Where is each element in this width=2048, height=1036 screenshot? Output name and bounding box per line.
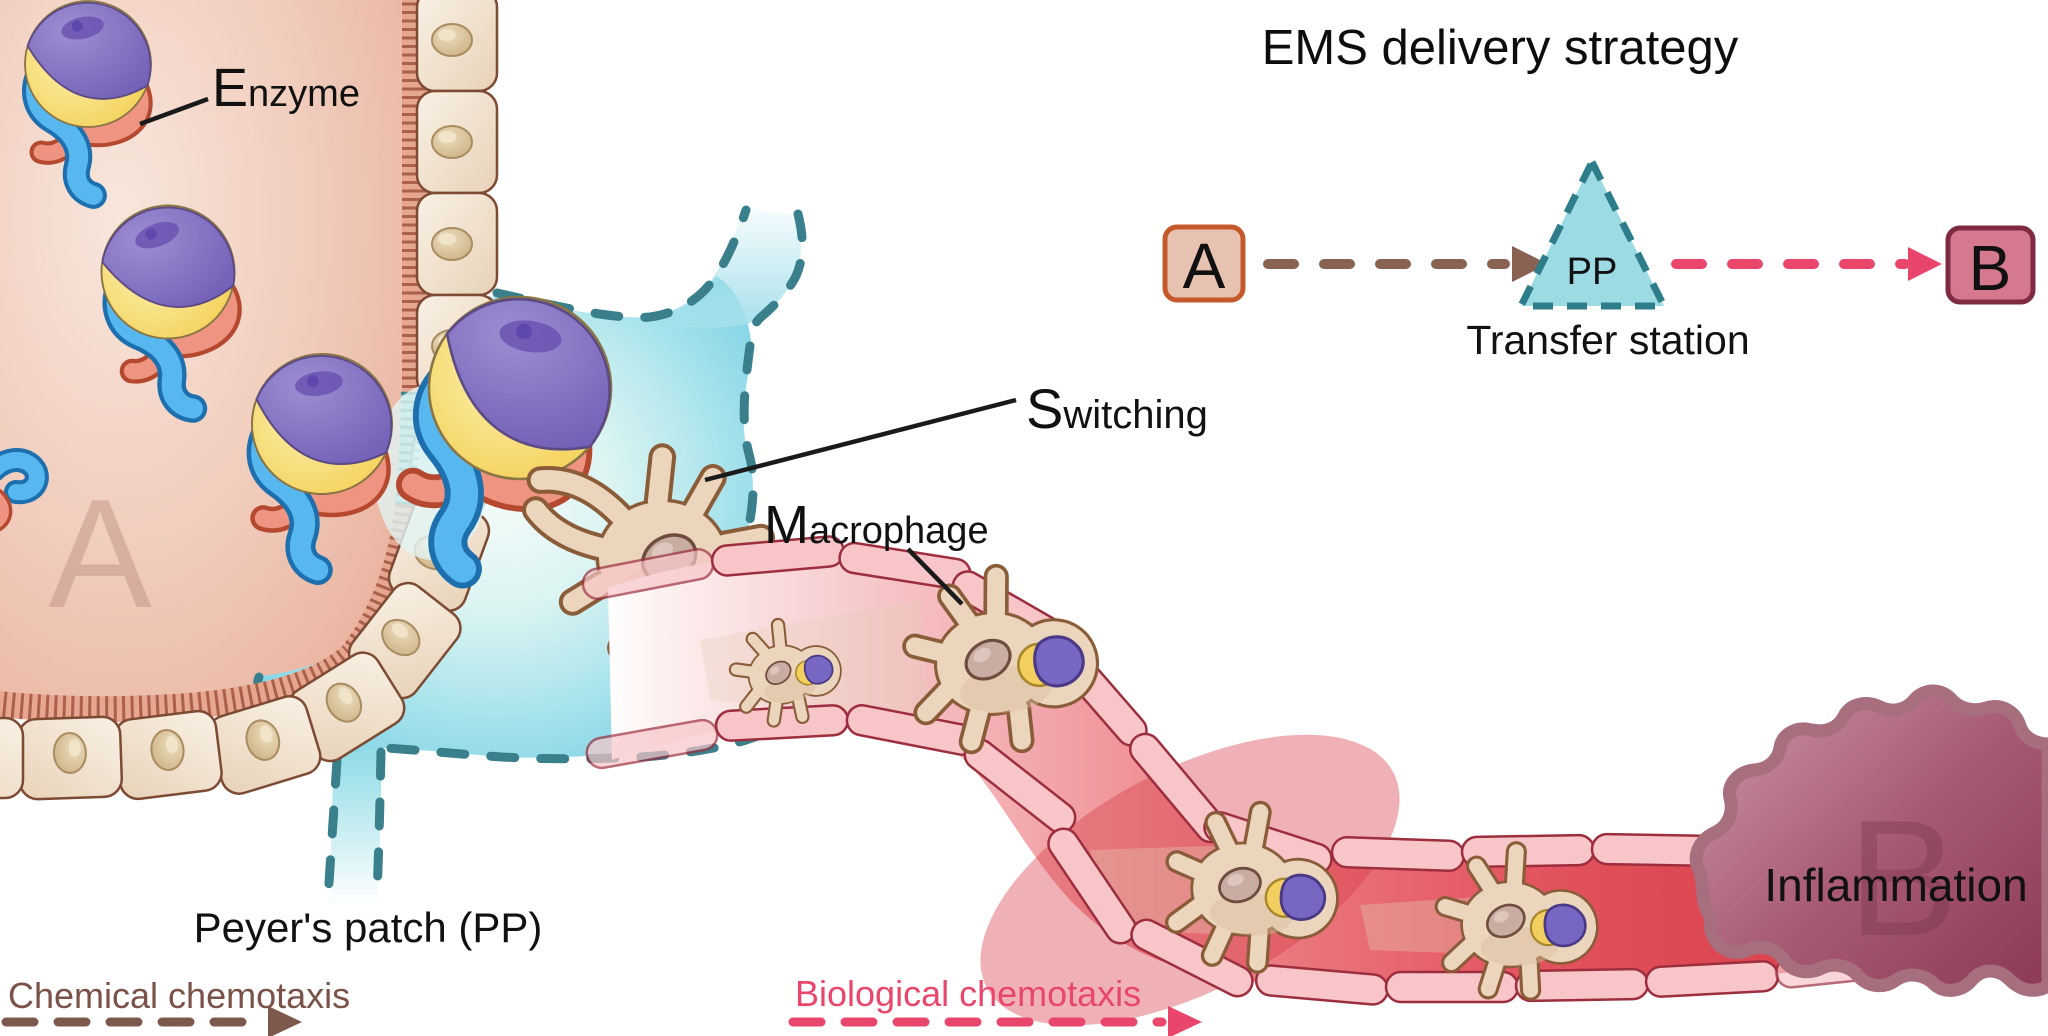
schematic-node-a: A xyxy=(1162,224,1246,303)
svg-text:B: B xyxy=(1969,232,2012,304)
schematic-arrow-chemical xyxy=(1263,246,1548,282)
schematic: EMS delivery strategy A PP Transfer stat… xyxy=(1162,21,2036,363)
inflammation-watermark-b: B xyxy=(1848,786,1958,970)
svg-text:A: A xyxy=(1183,230,1226,302)
inflammation-site: B Inflammation xyxy=(1689,684,2048,997)
biological-chemotaxis-legend: Biological chemotaxis xyxy=(788,973,1202,1036)
svg-text:PP: PP xyxy=(1567,251,1618,293)
schematic-node-b: B xyxy=(1945,225,2036,305)
peyers-patch-label: Peyer's patch (PP) xyxy=(194,904,543,951)
schematic-arrow-biological xyxy=(1671,247,1942,281)
svg-text:Switching: Switching xyxy=(1026,377,1208,440)
enzyme-arm-fragment xyxy=(0,448,49,532)
enzyme-label: Enzyme xyxy=(139,58,360,127)
svg-text:Enzyme: Enzyme xyxy=(212,58,360,118)
svg-text:Chemical chemotaxis: Chemical chemotaxis xyxy=(8,975,350,1016)
switching-label: Switching xyxy=(704,377,1208,483)
lumen-watermark-a: A xyxy=(48,467,152,640)
macrophage-label: Macrophage xyxy=(764,495,989,606)
svg-text:Biological chemotaxis: Biological chemotaxis xyxy=(795,973,1141,1014)
schematic-pp-triangle: PP xyxy=(1517,158,1668,310)
svg-text:Macrophage: Macrophage xyxy=(764,495,989,555)
chemical-chemotaxis-legend: Chemical chemotaxis xyxy=(1,975,350,1036)
schematic-title: EMS delivery strategy xyxy=(1262,21,1739,75)
inflammation-label: Inflammation xyxy=(1764,859,2027,911)
transfer-station-label: Transfer station xyxy=(1466,317,1749,363)
pp-stem xyxy=(330,748,382,905)
